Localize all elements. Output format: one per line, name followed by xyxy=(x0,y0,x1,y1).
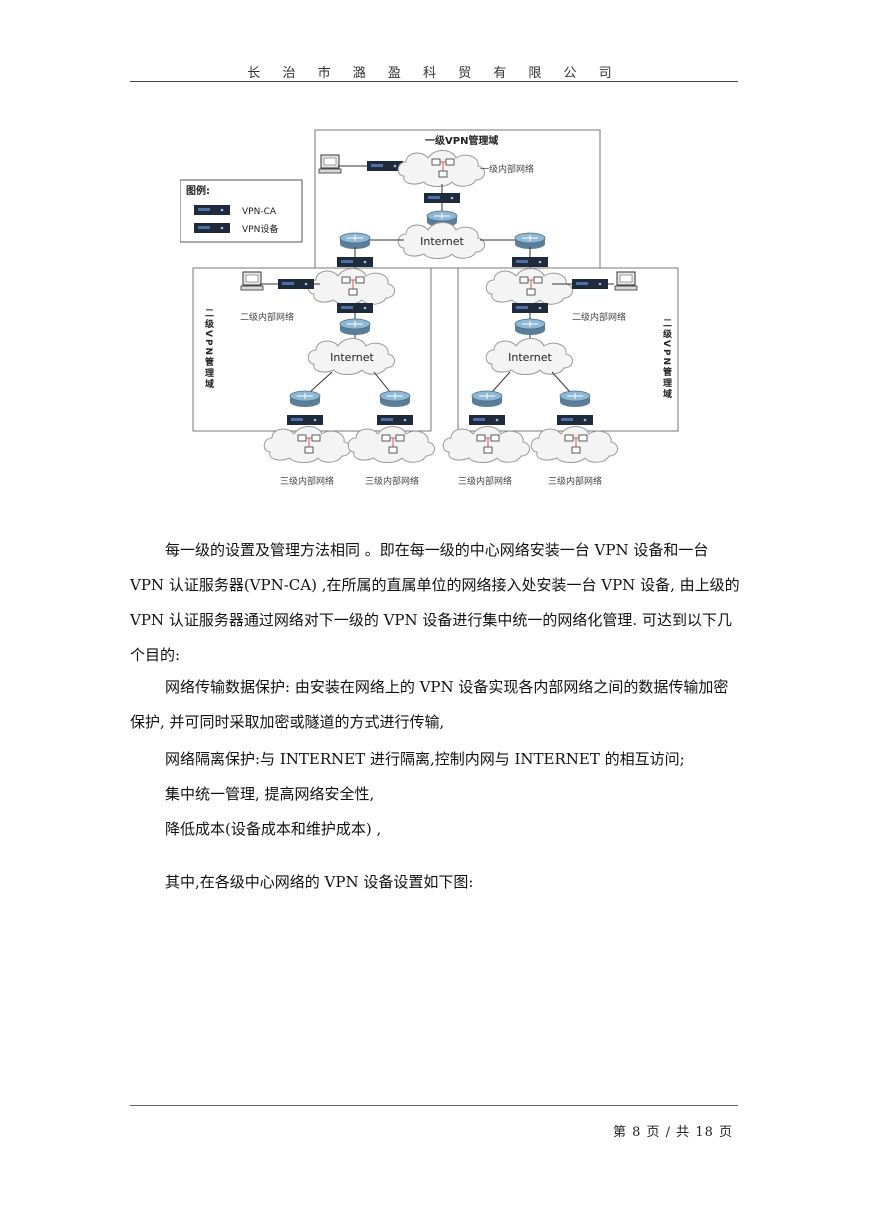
top-lan-cloud-icon xyxy=(398,151,484,187)
left-leaf-vpn-2 xyxy=(377,415,413,425)
list-item-isolation: 网络隔离保护:与 INTERNET 进行隔离,控制内网与 INTERNET 的相… xyxy=(165,750,685,768)
legend-vpn-device-icon xyxy=(194,223,230,233)
left-leaf-router-1 xyxy=(289,390,321,408)
body-paragraph-1: 每一级的设置及管理方法相同 。即在每一级的中心网络安装一台 VPN 设备和一台 … xyxy=(130,541,740,664)
left-vpnca-icon xyxy=(278,279,314,289)
left-leaf-vpn-1 xyxy=(287,415,323,425)
left-lower-router-icon xyxy=(339,318,371,336)
left-lan-label: 二级内部网络 xyxy=(240,311,294,323)
left-leaf-lan-1 xyxy=(264,427,350,463)
right-leaf-lan-2 xyxy=(531,427,617,463)
left-vpn-device-icon-1 xyxy=(337,257,373,267)
right-vpnca-icon xyxy=(572,279,608,289)
left-router-icon xyxy=(339,232,371,250)
leaf-label-4: 三级内部网络 xyxy=(548,475,602,487)
left-lan-cloud-icon xyxy=(308,269,394,305)
right-lan-cloud-icon xyxy=(486,269,572,305)
right-lan-label: 二级内部网络 xyxy=(572,311,626,323)
legend-title: 图例: xyxy=(186,184,210,197)
vpn-topology-diagram: 一级VPN管理域 图例: VPN-CA VPN设备 一级内部网络 Interne… xyxy=(180,129,679,487)
legend-label-vpn-device: VPN设备 xyxy=(242,223,278,235)
closing-paragraph: 其中,在各级中心网络的 VPN 设备设置如下图: xyxy=(165,873,474,891)
legend-vpnca-icon xyxy=(194,205,230,215)
left-vpn-device-icon-2 xyxy=(337,303,373,313)
left-leaf-router-2 xyxy=(379,390,411,408)
top-pc-icon xyxy=(318,154,342,174)
leaf-label-1: 三级内部网络 xyxy=(280,475,334,487)
top-vpnca-icon xyxy=(367,161,403,171)
left-internet-label: Internet xyxy=(330,351,374,364)
header-rule xyxy=(130,81,738,82)
top-vpn-device-icon xyxy=(424,193,460,203)
footer-rule xyxy=(130,1105,738,1106)
right-vpn-device-icon-2 xyxy=(512,303,548,313)
leaf-label-2: 三级内部网络 xyxy=(365,475,419,487)
right-leaf-router-2 xyxy=(559,390,591,408)
right-leaf-vpn-1 xyxy=(469,415,505,425)
top-internet-label: Internet xyxy=(420,235,464,248)
top-lan-label: 一级内部网络 xyxy=(480,163,534,175)
right-vpn-device-icon-1 xyxy=(512,257,548,267)
page-number: 第 8 页 / 共 18 页 xyxy=(613,1125,733,1140)
top-domain-label: 一级VPN管理域 xyxy=(425,134,498,147)
right-pc-icon xyxy=(614,271,638,291)
left-domain-label: 二级VPN管理域 xyxy=(203,308,215,390)
leaf-label-3: 三级内部网络 xyxy=(458,475,512,487)
left-pc-icon xyxy=(240,271,264,291)
right-router-icon xyxy=(514,232,546,250)
right-leaf-lan-1 xyxy=(443,427,529,463)
right-lower-router-icon xyxy=(514,318,546,336)
right-internet-label: Internet xyxy=(508,351,552,364)
page-header: 长 治 市 潞 盈 科 贸 有 限 公 司 xyxy=(247,66,621,81)
list-item-cost: 降低成本(设备成本和维护成本) , xyxy=(165,820,382,838)
right-leaf-vpn-2 xyxy=(557,415,593,425)
list-item-management: 集中统一管理, 提高网络安全性, xyxy=(165,785,375,803)
right-leaf-router-1 xyxy=(471,390,503,408)
left-leaf-lan-2 xyxy=(348,427,434,463)
right-domain-label: 二级VPN管理域 xyxy=(661,318,673,400)
body-paragraph-2: 网络传输数据保护: 由安装在网络上的 VPN 设备实现各内部网络之间的数据传输加… xyxy=(130,678,729,731)
legend-label-vpnca: VPN-CA xyxy=(242,207,277,217)
